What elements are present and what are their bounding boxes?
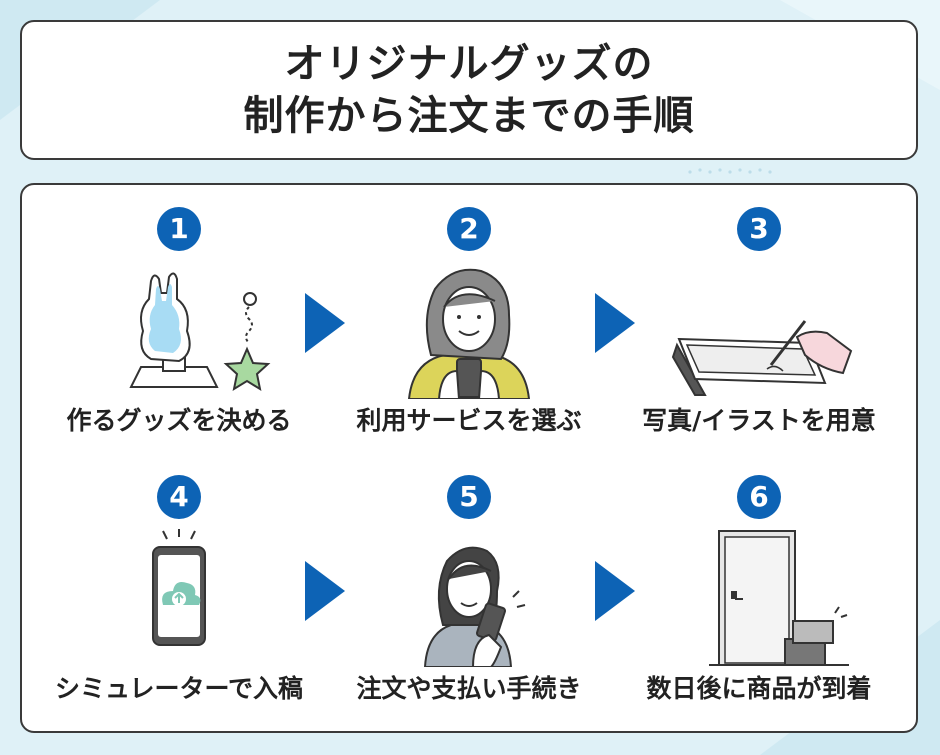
- step-number-badge: 5: [447, 475, 491, 519]
- step-number-badge: 4: [157, 475, 201, 519]
- step-5: 5 注文や支払い手続き: [329, 475, 609, 725]
- step-3: 3 写真/イラストを用意: [619, 207, 899, 457]
- next-step-arrow-icon: [595, 293, 635, 353]
- title-line-1: オリジナルグッズの: [284, 41, 654, 87]
- step-6: 6 数日後に商品が到着: [619, 475, 899, 725]
- step-number-badge: 3: [737, 207, 781, 251]
- next-step-arrow-icon: [595, 561, 635, 621]
- step-label: 写真/イラストを用意: [642, 406, 876, 435]
- step-label: シミュレーターで入稿: [54, 674, 303, 703]
- step-label: 数日後に商品が到着: [646, 674, 872, 703]
- step-number-badge: 1: [157, 207, 201, 251]
- step-number-badge: 2: [447, 207, 491, 251]
- woman-smartphone-icon: [423, 546, 526, 667]
- step-label: 利用サービスを選ぶ: [356, 406, 582, 435]
- next-step-arrow-icon: [305, 561, 345, 621]
- phone-upload-icon: [152, 529, 206, 646]
- person-smartphone-icon: [407, 268, 531, 399]
- next-step-arrow-icon: [305, 293, 345, 353]
- step-label: 注文や支払い手続き: [356, 674, 582, 703]
- door-package-icon: [709, 530, 849, 666]
- step-label: 作るグッズを決める: [66, 406, 292, 435]
- step-4: 4 シミュレーターで入稿: [39, 475, 319, 725]
- acrylic-stand-keychain-icon: [129, 272, 271, 392]
- step-1: 1 作るグッズを決める: [39, 207, 319, 457]
- step-2: 2 利用サービスを選ぶ: [329, 207, 609, 457]
- title-line-2: 制作から注文までの手順: [243, 93, 695, 139]
- steps-panel: 1 作るグッズを決める 2 利用サービスを選ぶ: [20, 183, 918, 733]
- title-box: オリジナルグッズの 制作から注文までの手順: [20, 20, 918, 160]
- tablet-drawing-icon: [671, 320, 853, 396]
- step-number-badge: 6: [737, 475, 781, 519]
